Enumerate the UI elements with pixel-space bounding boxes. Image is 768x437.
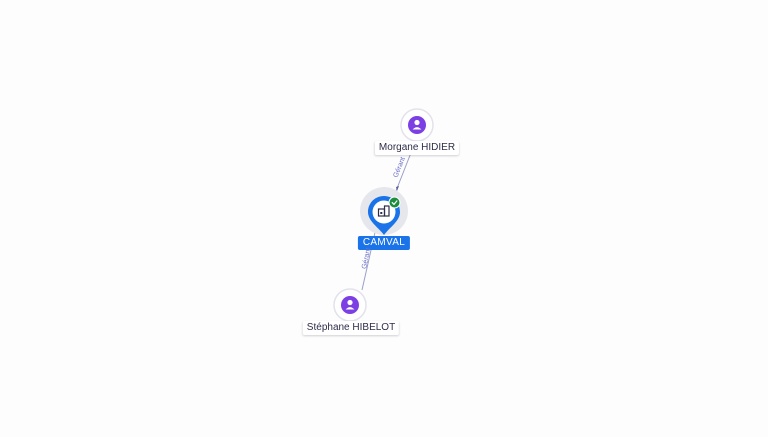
person-icon [408, 116, 426, 134]
person-node-top[interactable] [400, 108, 434, 142]
building-icon [377, 205, 390, 217]
person-label-top[interactable]: Morgane HIDIER [374, 141, 460, 155]
check-badge-icon [388, 196, 401, 209]
person-label-bottom[interactable]: Stéphane HIBELOT [302, 321, 400, 335]
company-label[interactable]: CAMVAL [357, 236, 411, 250]
person-icon [341, 296, 359, 314]
edge-arrow-icon [396, 186, 399, 191]
person-node-bottom[interactable] [333, 288, 367, 322]
company-node[interactable] [360, 187, 408, 235]
